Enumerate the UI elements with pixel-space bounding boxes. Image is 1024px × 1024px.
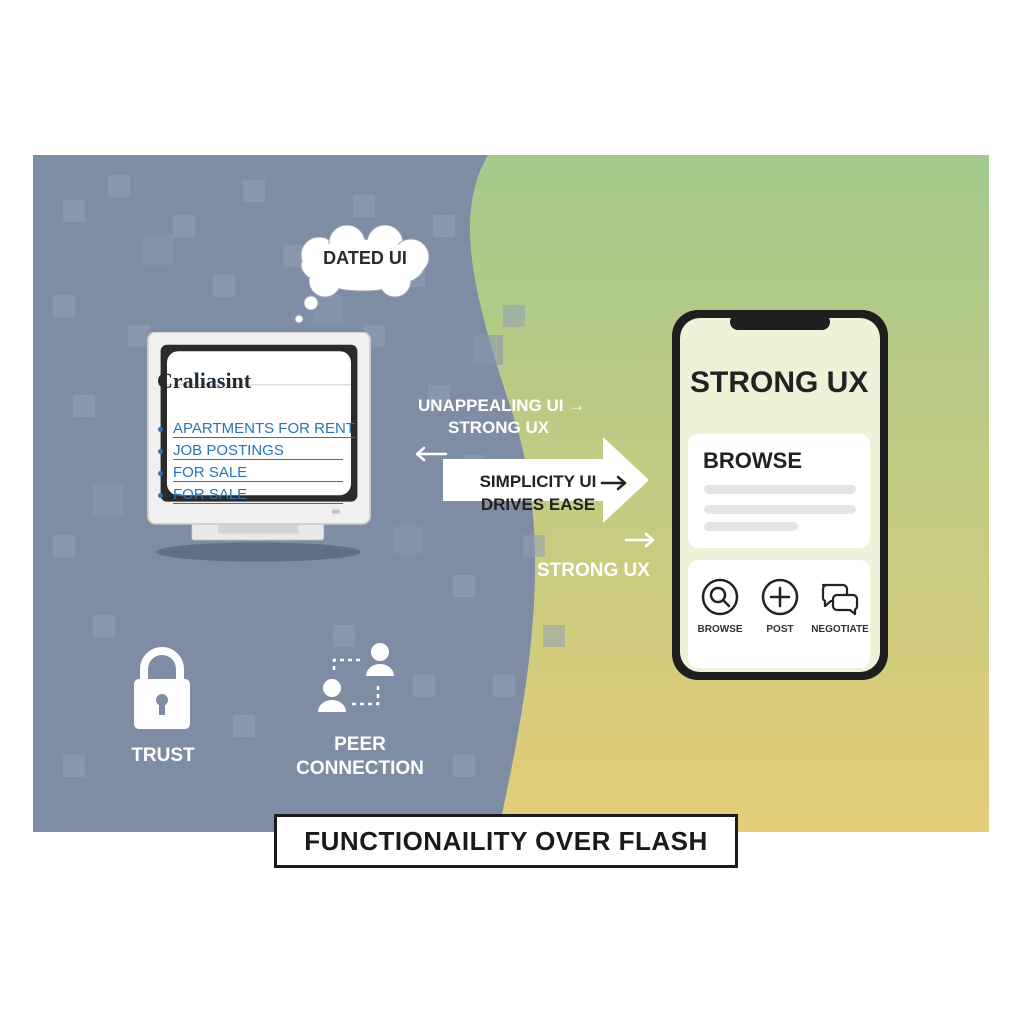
pixel-pattern xyxy=(53,175,565,777)
bullet-icon xyxy=(158,470,163,476)
label-unappealing: UNAPPEALING UI → xyxy=(418,396,586,415)
link-apartments[interactable]: APARTMENTS FOR RENT xyxy=(173,420,355,438)
peer-connection-label: PEER CONNECTION xyxy=(290,733,430,781)
caption-text: FUNCTIONAILITY OVER FLASH xyxy=(304,825,708,856)
browse-card-title: BROWSE xyxy=(703,448,802,473)
listing-links: APARTMENTS FOR RENT JOB POSTINGS FOR SAL… xyxy=(158,418,355,506)
trust-label: TRUST xyxy=(131,745,195,766)
link-jobs[interactable]: JOB POSTINGS xyxy=(173,442,343,460)
big-arrow xyxy=(443,437,649,523)
simplicity-text: SIMPLICITY UI DRIVES EASE xyxy=(463,470,613,516)
list-item[interactable]: JOB POSTINGS xyxy=(158,440,355,462)
caption-box: FUNCTIONAILITY OVER FLASH xyxy=(274,814,738,868)
chat-icon[interactable] xyxy=(819,577,861,617)
post-icon-label: POST xyxy=(766,624,794,635)
label-strong-ux-top: STRONG UX xyxy=(448,418,550,437)
lock-icon xyxy=(134,647,190,729)
small-right-arrow-icon xyxy=(600,475,627,491)
left-arrow-icon xyxy=(415,446,448,462)
phone-title: STRONG UX xyxy=(690,366,869,399)
monitor xyxy=(147,332,371,562)
list-item[interactable]: FOR SALE xyxy=(158,462,355,484)
site-title: Craliasint xyxy=(157,368,252,393)
simplicity-line-2: DRIVES EASE xyxy=(480,495,596,514)
thought-bubble xyxy=(294,225,430,324)
bullet-icon xyxy=(158,492,163,498)
negotiate-icon-label: NEGOTIATE xyxy=(811,624,869,635)
plus-icon[interactable] xyxy=(760,577,800,617)
link-for-sale[interactable]: FOR SALE xyxy=(173,464,343,482)
browse-icon-label: BROWSE xyxy=(697,624,743,635)
link-for-sale-2[interactable]: FOR SALE xyxy=(173,486,343,504)
thought-bubble-text: DATED UI xyxy=(323,248,407,268)
simplicity-line-1: SIMPLICITY UI xyxy=(479,472,597,491)
peer-label-line-2: CONNECTION xyxy=(296,758,424,779)
right-arrow-icon xyxy=(624,532,655,548)
bullet-icon xyxy=(158,448,163,454)
peer-connection-icon xyxy=(318,643,394,712)
peer-label-line-1: PEER xyxy=(334,734,386,755)
search-icon[interactable] xyxy=(700,577,740,617)
bullet-icon xyxy=(158,426,163,432)
list-item[interactable]: APARTMENTS FOR RENT xyxy=(158,418,355,440)
label-strong-ux-bottom: STRONG UX xyxy=(537,560,650,581)
list-item[interactable]: FOR SALE xyxy=(158,484,355,506)
